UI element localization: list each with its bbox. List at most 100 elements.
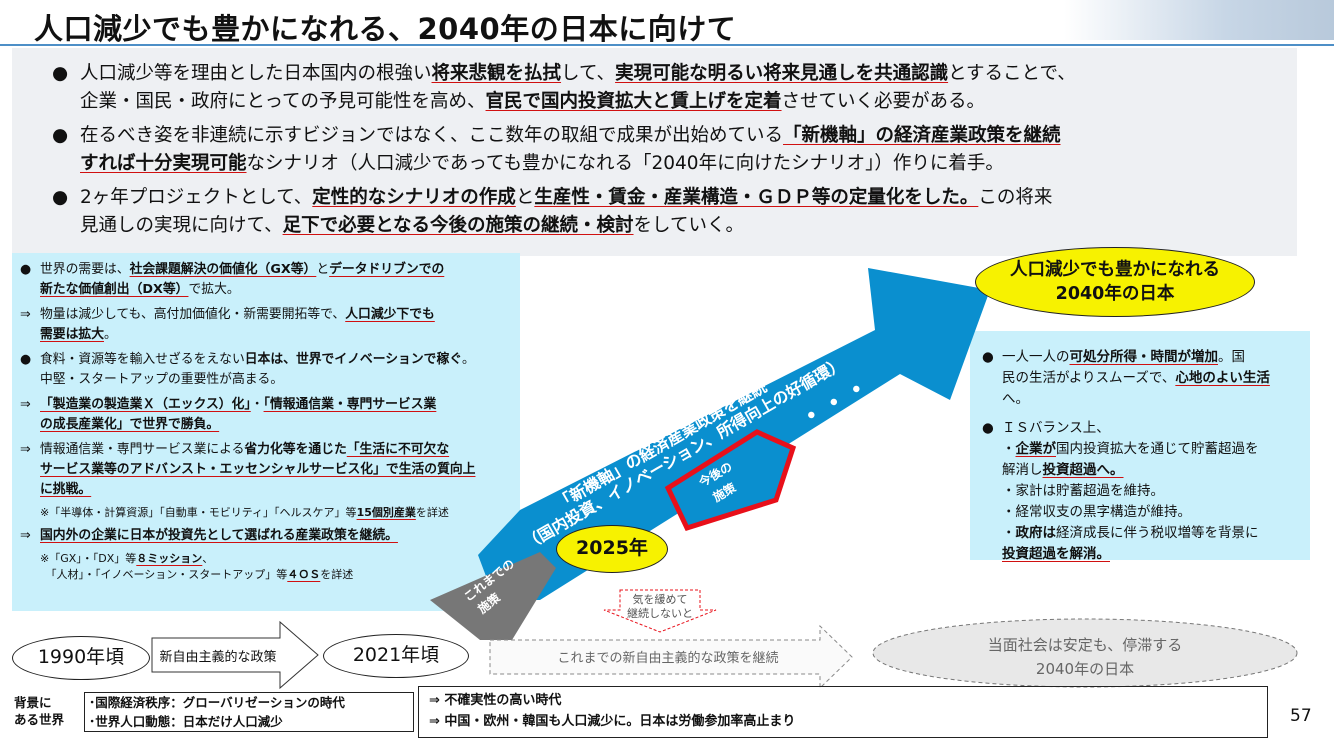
emphasis-text: 足下で必要となる今後の施策の継続・検討: [282, 215, 634, 236]
emphasis-text: 可処分所得・時間が増加: [1069, 349, 1219, 365]
goal-2040-ellipse: 人口減少でも豊かになれる 2040年の日本: [975, 247, 1255, 317]
body-text: 企業・国民・政府にとっての予見可能性を高め、: [80, 91, 486, 112]
rich-line: 投資超過を解消。: [1002, 544, 1302, 565]
page-title: 人口減少でも豊かになれる、2040年の日本に向けて: [34, 12, 737, 46]
rich-line: ＩＳバランス上、: [1002, 418, 1302, 439]
bullet-dot-icon: ●: [52, 125, 69, 146]
background-label-2: ある世界: [14, 712, 65, 727]
rich-line: 情報通信業・専門サービス業による省力化等を通じた「生活に不可欠な: [40, 440, 518, 460]
emphasis-text: すれば十分実現可能: [80, 153, 247, 174]
body-text: 世界の需要は、: [40, 262, 130, 277]
body-text: をしていく。: [633, 215, 744, 236]
rich-line: 見通しの実現に向けて、足下で必要となる今後の施策の継続・検討をしていく。: [80, 212, 1290, 240]
future-item: ●ＩＳバランス上、・企業が国内投資拡大を通じて貯蓄超過を解消し投資超過へ。・家計…: [982, 418, 1302, 565]
future-japan-panel: ●一人一人の可処分所得・時間が増加。国民の生活がよりスムーズで、心地のよい生活へ…: [970, 331, 1310, 562]
header-decoration: [1064, 0, 1334, 40]
demand-item: ⇒物量は減少しても、高付加価値化・新需要開拓等で、人口減少下でも需要は拡大。: [20, 305, 518, 345]
emphasis-text: 官民で国内投資拡大と賃上げを定着: [485, 91, 782, 112]
rich-line: 国内外の企業に日本が投資先として選ばれる産業政策を継続。: [40, 526, 518, 546]
body-text: 国内投資拡大を通じて貯蓄超過を: [1056, 441, 1259, 457]
page-number: 57: [1290, 706, 1312, 726]
body-text: 人口減少等を理由とした日本国内の根強い: [80, 63, 432, 84]
arrow-right-icon: ⇒: [20, 528, 31, 543]
body-text: 解消し: [1002, 462, 1043, 478]
emphasis-text: 将来悲観を払拭: [431, 63, 562, 84]
future-item: ●一人一人の可処分所得・時間が増加。国民の生活がよりスムーズで、心地のよい生活へ…: [982, 347, 1302, 410]
body-text: 経済成長に伴う税収増等を背景に: [1056, 525, 1259, 541]
rich-line: の成長産業化」で世界で勝負。: [40, 415, 518, 435]
body-text: 情報通信業・専門サービス業による: [40, 442, 245, 457]
emphasis-text: 社会課題解決の価値化（GX等）: [129, 262, 317, 277]
body-text: ・: [1002, 441, 1016, 457]
body-text: ・経常収支の黒字構造が維持。: [1002, 504, 1191, 520]
rich-line: 解消し投資超過へ。: [1002, 460, 1302, 481]
body-text: 中堅・スタートアップの重要性が高まる。: [40, 372, 284, 387]
rich-line: 需要は拡大。: [40, 325, 518, 345]
body-text: 在るべき姿を非連続に示すビジョンではなく、ここ数年の取組で成果が出始めている: [80, 125, 784, 146]
rich-line: 企業・国民・政府にとっての予見可能性を高め、官民で国内投資拡大と賃上げを定着させ…: [80, 88, 1290, 116]
goal-label-2: 2040年の日本: [1055, 284, 1175, 304]
demand-item: ●食料・資源等を輸入せざるをえない日本は、世界でイノベーションで稼ぐ。中堅・スタ…: [20, 350, 518, 390]
body-text: と: [316, 262, 330, 277]
body-text: ・: [1002, 525, 1016, 541]
body-text: 。国: [1218, 349, 1245, 365]
world-demand-panel: ●世界の需要は、社会課題解決の価値化（GX等）とデータドリブンでの新たな価値創出…: [12, 253, 520, 611]
body-text: ＩＳバランス上、: [1002, 420, 1110, 436]
demand-item: ※「半導体・計算資源」「自動車・モビリティ」「ヘルスケア」等15個別産業を詳述: [40, 505, 518, 521]
past-world-box: ･国際経済秩序：グローバリゼーションの時代 ･世界人口動態：日本だけ人口減少: [84, 692, 414, 732]
emphasis-text: 「製造業の製造業Ｘ（エックス）化」: [40, 397, 251, 412]
emphasis-text: 生産性・賃金・産業構造・ＧＤＰ等の定量化をした。: [534, 187, 979, 208]
relax-label-2: 継続しないと: [627, 606, 693, 620]
emphasis-text: 企業が: [1015, 441, 1057, 457]
body-text: ・家計は貯蓄超過を維持。: [1002, 483, 1164, 499]
continue-neoliberal-label: これまでの新自由主義的な政策を継続: [557, 650, 778, 666]
body-text: 一人一人の: [1002, 349, 1070, 365]
demand-item: ⇒ 国内外の企業に日本が投資先として選ばれる産業政策を継続。: [20, 526, 518, 546]
policy-arrow: [478, 268, 990, 600]
summary-bullet-2: ●在るべき姿を非連続に示すビジョンではなく、ここ数年の取組で成果が出始めている「…: [52, 122, 1290, 178]
year-2025-ellipse: 2025年: [556, 525, 668, 573]
demand-item: ⇒情報通信業・専門サービス業による省力化等を通じた「生活に不可欠なサービス業等の…: [20, 440, 518, 500]
rich-line: 「人材」・「イノベーション・スタートアップ」等４ＯＳを詳述: [40, 567, 518, 583]
past-world-2: ･世界人口動態：日本だけ人口減少: [89, 714, 283, 729]
emphasis-text: 実現可能な明るい将来見通しを共通認識: [615, 63, 949, 84]
continue-neoliberal-arrow: [489, 624, 853, 690]
body-text: ・: [250, 397, 264, 412]
body-text: 、: [202, 552, 214, 565]
body-text: を詳述: [415, 506, 449, 519]
body-text: 。: [462, 352, 475, 367]
demand-item: ●世界の需要は、社会課題解決の価値化（GX等）とデータドリブンでの新たな価値創出…: [20, 260, 518, 300]
goal-label-1: 人口減少でも豊かになれる: [1010, 260, 1220, 280]
relax-label-1: 気を緩めて: [633, 592, 688, 606]
neoliberal-arrow: [151, 620, 319, 690]
bullet-dot-icon: ●: [52, 187, 69, 208]
body-text: 物量は減少しても、高付加価値化・新需要開拓等で、: [40, 307, 346, 322]
stagnant-label-1: 当面社会は安定も、停滞する: [988, 636, 1183, 654]
body-text: ※「半導体・計算資源」「自動車・モビリティ」「ヘルスケア」等: [40, 506, 357, 519]
future-measures-box: [664, 429, 797, 532]
body-text: 食料・資源等を輸入せざるをえない: [40, 352, 245, 367]
rich-line: 新たな価値創出（DX等）で拡大。: [40, 280, 518, 300]
neoliberal-label: 新自由主義的な政策: [159, 649, 276, 665]
rich-line: 食料・資源等を輸入せざるをえない日本は、世界でイノベーションで稼ぐ。: [40, 350, 518, 370]
relax-arrow: [603, 589, 717, 633]
rich-line: 人口減少等を理由とした日本国内の根強い将来悲観を払拭して、実現可能な明るい将来見…: [80, 60, 1290, 88]
emphasis-text: 「生活に不可欠な: [346, 442, 450, 457]
emphasis-text: 人口減少下でも: [345, 307, 435, 322]
emphasis-text: 需要は拡大: [40, 327, 104, 342]
rich-line: ・政府は経済成長に伴う税収増等を背景に: [1002, 523, 1302, 544]
summary-box: ● 人口減少等を理由とした日本国内の根強い将来悲観を払拭して、実現可能な明るい将来…: [12, 48, 1297, 256]
rich-line: ・企業が国内投資拡大を通じて貯蓄超過を: [1002, 439, 1302, 460]
body-text: 民の生活がよりスムーズで、: [1002, 370, 1176, 386]
rich-line: 「製造業の製造業Ｘ（エックス）化」・「情報通信業・専門サービス業: [40, 395, 518, 415]
body-text: 2ヶ年プロジェクトとして、: [80, 187, 313, 208]
rich-line: 中堅・スタートアップの重要性が高まる。: [40, 370, 518, 390]
year-1990-ellipse: 1990年頃: [12, 636, 150, 680]
past-world-1: ･国際経済秩序：グローバリゼーションの時代: [89, 695, 345, 710]
rich-line: 世界の需要は、社会課題解決の価値化（GX等）とデータドリブンでの: [40, 260, 518, 280]
emphasis-text: 政府は: [1015, 525, 1057, 541]
emphasis-text: 国内外の企業に日本が投資先として選ばれる産業政策を継続。: [40, 528, 398, 543]
current-world-1: ⇒ 不確実性の高い時代: [429, 693, 562, 708]
body-text: ※「GX」・「DX」等: [40, 552, 137, 565]
